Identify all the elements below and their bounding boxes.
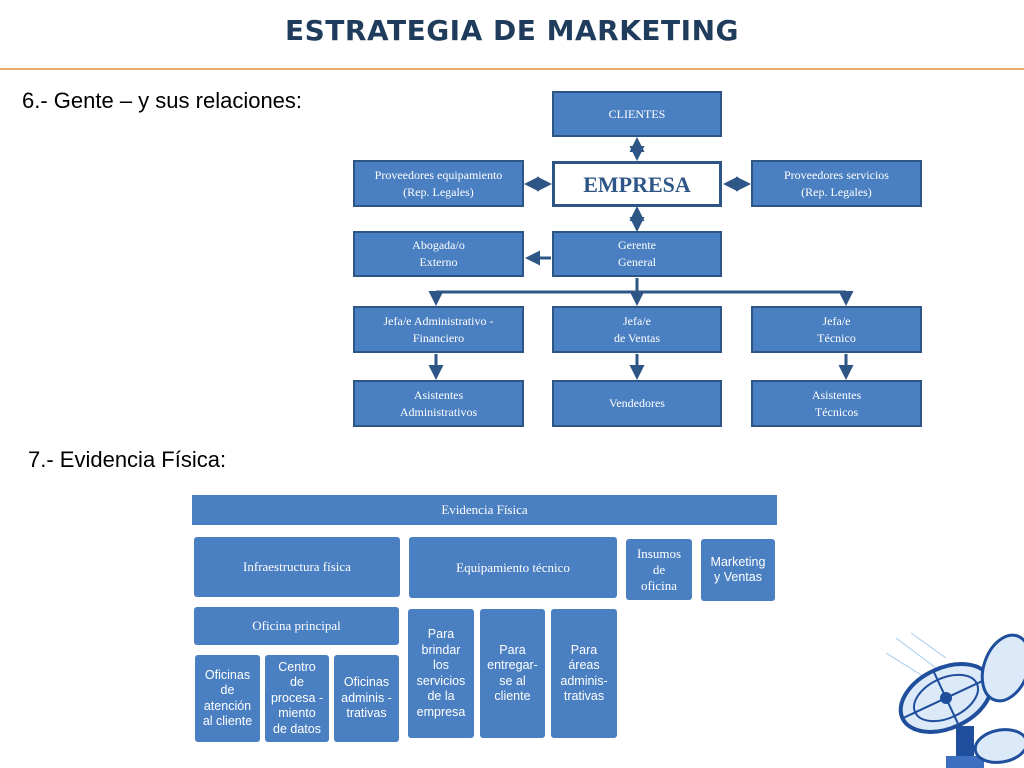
marketing-ventas-box: Marketing y Ventas [701, 539, 775, 601]
asistentes-admin-box: Asistentes Administrativos [353, 380, 524, 427]
equipamiento-box: Equipamiento técnico [409, 537, 617, 598]
evidencia-header: Evidencia Física [192, 495, 777, 525]
jefe-ventas-box: Jefa/e de Ventas [552, 306, 722, 353]
infraestructura-box: Infraestructura física [194, 537, 400, 597]
gerente-box: Gerente General [552, 231, 722, 277]
clientes-box: CLIENTES [552, 91, 722, 137]
proveedores-equipamiento-box: Proveedores equipamiento (Rep. Legales) [353, 160, 524, 207]
page-title: ESTRATEGIA DE MARKETING [285, 14, 739, 47]
para-brindar-box: Para brindar los servicios de la empresa [408, 609, 474, 738]
oficinas-admin-box: Oficinas adminis - trativas [334, 655, 399, 742]
empresa-box: EMPRESA [552, 161, 722, 207]
oficinas-atencion-box: Oficinas de atención al cliente [195, 655, 260, 742]
section-7-heading: 7.- Evidencia Física: [28, 447, 227, 472]
jefe-tecnico-box: Jefa/e Técnico [751, 306, 922, 353]
vendedores-box: Vendedores [552, 380, 722, 427]
section-6-heading: 6.- Gente – y sus relaciones: [22, 88, 303, 113]
title-divider [0, 68, 1024, 70]
insumos-box: Insumos de oficina [626, 539, 692, 600]
proveedores-servicios-box: Proveedores servicios (Rep. Legales) [751, 160, 922, 207]
abogado-box: Abogada/o Externo [353, 231, 524, 277]
oficina-principal-box: Oficina principal [194, 607, 399, 645]
para-areas-box: Para áreas adminis- trativas [551, 609, 617, 738]
satellite-dish-icon [876, 628, 1024, 768]
centro-datos-box: Centro de procesa - miento de datos [265, 655, 329, 742]
para-entregar-box: Para entregar- se al cliente [480, 609, 545, 738]
asistentes-tecnicos-box: Asistentes Técnicos [751, 380, 922, 427]
jefe-admin-box: Jefa/e Administrativo - Financiero [353, 306, 524, 353]
